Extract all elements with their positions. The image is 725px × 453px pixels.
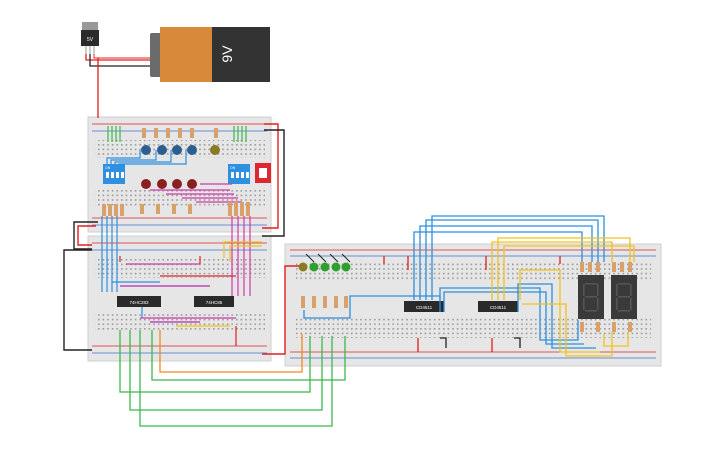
led-blue-1 [141, 145, 151, 155]
breadboard-right[interactable] [284, 243, 662, 367]
chip-cd4511-2[interactable]: CD4511 [478, 301, 518, 312]
blue-wires-top [106, 150, 187, 166]
battery-label: 9V [219, 45, 235, 63]
blue-wires-right [303, 215, 605, 349]
led-blue-2 [157, 145, 167, 155]
seven-segment-display-1[interactable] [578, 275, 604, 319]
led-red-4 [187, 179, 197, 189]
chip-74hc86-label: 74HC86 [206, 300, 223, 305]
resistors-mid-row [102, 202, 250, 216]
dip-right-on-label: ON [230, 166, 236, 170]
chip-cd4511-1[interactable]: CD4511 [404, 301, 444, 312]
dip-switch-left[interactable]: ON [103, 164, 125, 184]
led-red-3 [172, 179, 182, 189]
orange-wire [159, 330, 303, 373]
chip-74hc283[interactable]: 74HC283 [117, 296, 161, 307]
power-jumpers-left [63, 123, 300, 355]
red-leds[interactable] [141, 179, 197, 189]
led-green-2 [320, 262, 330, 272]
led-green-4 [341, 262, 351, 272]
green-jumpers-top [107, 126, 247, 142]
led-green-3 [331, 262, 341, 272]
breadboard-bottom-left[interactable] [87, 235, 272, 362]
chip-cd4511-1-label: CD4511 [416, 305, 433, 310]
resistors-top-row [142, 128, 218, 138]
resistors-right-left [301, 296, 348, 308]
regulator-label: 5V [87, 37, 94, 43]
yellow-wires-right [491, 237, 635, 357]
chip-74hc283-label: 74HC283 [129, 300, 149, 305]
led-red-2 [157, 179, 167, 189]
red-black-wires-right [383, 256, 561, 352]
green-loop-wires [119, 330, 346, 427]
led-olive-right [298, 262, 308, 272]
green-leds[interactable] [298, 253, 351, 272]
voltage-regulator[interactable]: 5V [81, 22, 99, 54]
dip-switch-right[interactable]: ON [228, 164, 250, 184]
power-wires [85, 54, 150, 118]
chip-74hc86[interactable]: 74HC86 [194, 296, 234, 307]
blue-leds[interactable] [141, 145, 220, 155]
led-olive [210, 145, 220, 155]
led-blue-3 [172, 145, 182, 155]
chip-cd4511-2-label: CD4511 [490, 305, 507, 310]
led-red-1 [141, 179, 151, 189]
dip-left-on-label: ON [105, 166, 111, 170]
slide-switch-red[interactable] [255, 163, 271, 183]
seven-segment-display-2[interactable] [611, 275, 637, 319]
resistors-display [580, 262, 632, 332]
led-blue-4 [187, 145, 197, 155]
battery-9v[interactable]: 9V [150, 27, 270, 82]
magenta-vertical-bus [231, 216, 251, 296]
bottom-left-wires [112, 241, 262, 346]
blue-vertical-bus [101, 216, 118, 292]
led-green-1 [309, 262, 319, 272]
